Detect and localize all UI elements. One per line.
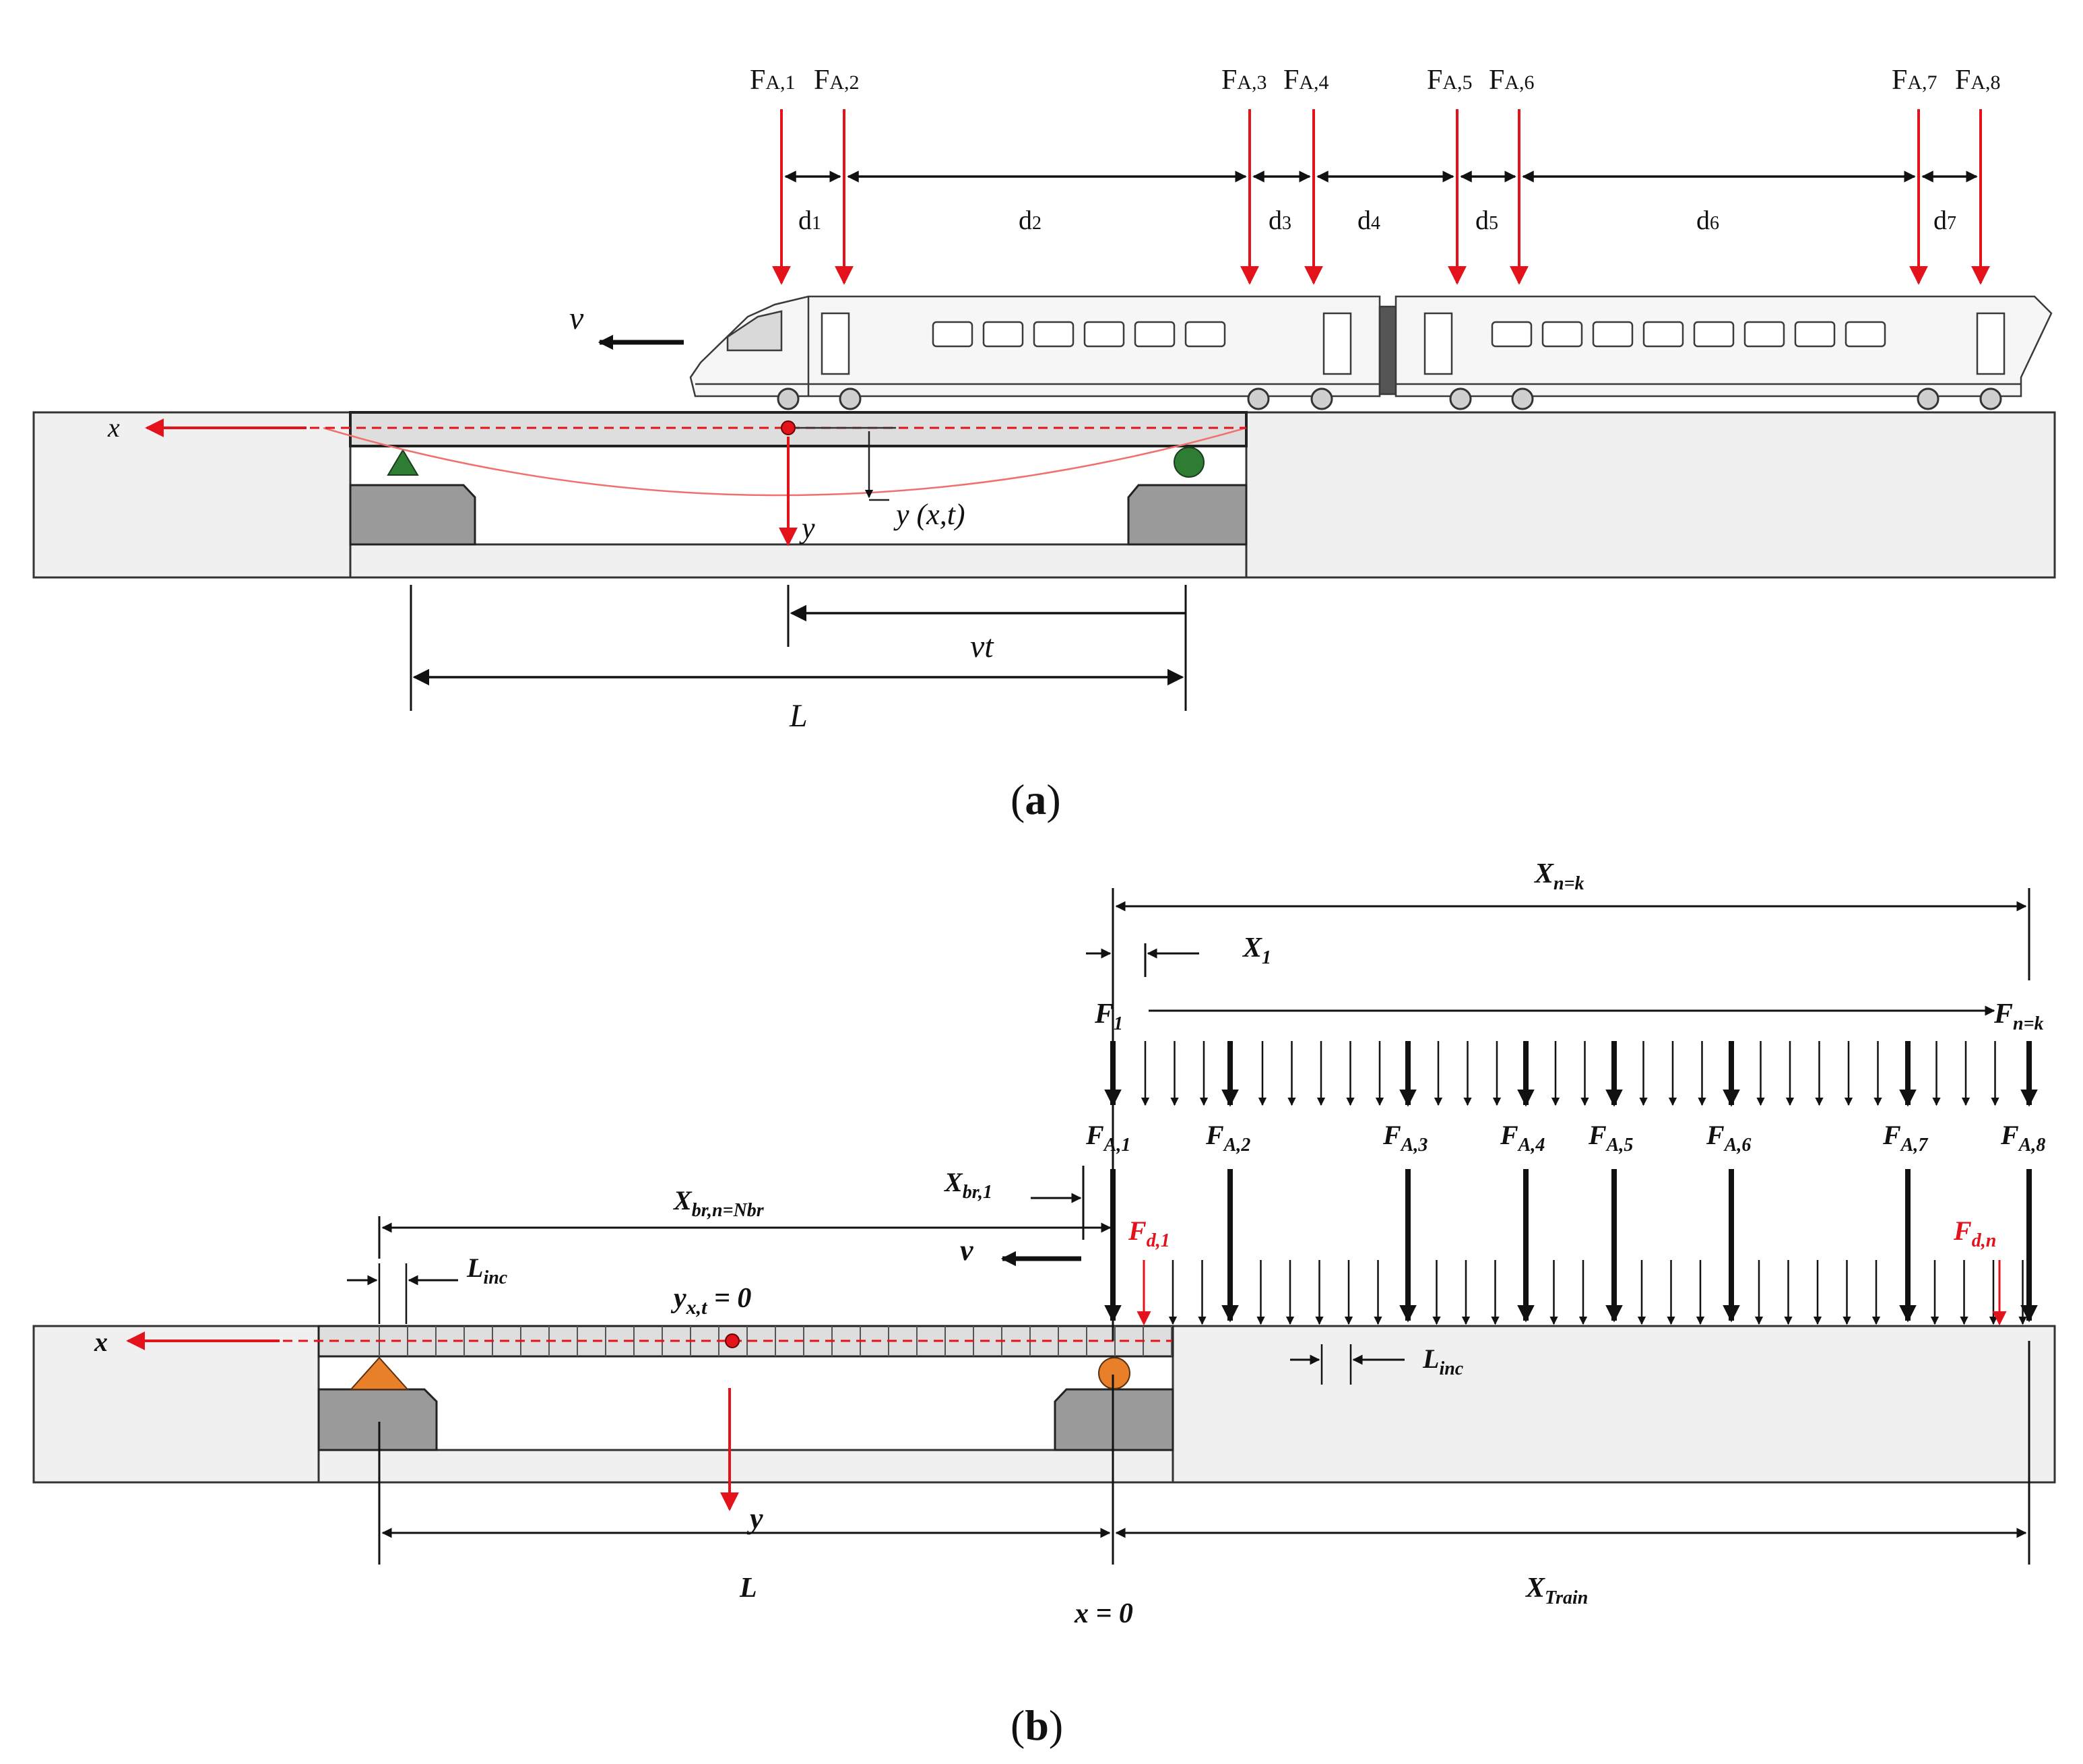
axle-load-labels-a: FA,1 FA,2 FA,3 FA,4 FA,5 FA,6 FA,7 FA,8 [750,65,2001,96]
midpoint-dot-a [781,420,796,435]
axle-load-label-a-3: FA,3 [1221,65,1267,96]
car1-window [1083,321,1125,348]
wheel [1310,387,1333,410]
cab-window-1 [726,310,783,352]
axle-load-label-a-8: FA,8 [1955,65,2001,96]
car2-window [1541,321,1583,348]
x-axis-label-b: x [94,1327,108,1357]
roller-support-icon [1174,447,1205,478]
fd1-label: Fd,1 [1128,1216,1170,1251]
right-pier-a [1127,484,1248,546]
fdn-label: Fd,n [1953,1216,1996,1251]
y-axis-label-b: y [746,1502,763,1535]
roller-support-icon [1098,1357,1130,1389]
y-axis-label-a: y [799,511,815,544]
spacing-label-d3: d3 [1269,205,1291,235]
pit-floor-a [349,543,1248,579]
axle-load-labels-b: FA,1 FA,2 FA,3 FA,4 FA,5 FA,6 FA,7 FA,8 [1085,1120,2045,1156]
train-icon [689,295,2053,410]
linc-right-label: Linc [1422,1344,1464,1379]
velocity-label-b: v [960,1234,973,1267]
axle-load-label-b-7: FA,7 [1882,1120,1928,1156]
wheel [1511,387,1534,410]
spacing-label-d1: d1 [798,205,821,235]
left-pier-b [317,1388,438,1451]
axle-load-label-a-7: FA,7 [1892,65,1937,96]
car2-window [1693,321,1735,348]
axle-load-label-b-4: FA,4 [1500,1120,1545,1156]
axle-load-label-b-3: FA,3 [1382,1120,1428,1156]
xnk-label: Xn=k [1533,858,1584,894]
axle-load-label-a-1: FA,1 [750,65,796,96]
wheel [1979,387,2002,410]
discretized-loads-top [1104,1041,2038,1107]
left-pier-a [349,484,476,546]
car2-door-1 [1423,312,1453,375]
spacing-label-d2: d2 [1019,205,1042,235]
axle-load-arrows-a [772,109,1990,285]
velocity-label-a: v [569,301,584,336]
axle-load-label-a-5: FA,5 [1427,65,1473,96]
xbr1-label: Xbr,1 [943,1167,992,1203]
car2-window [1845,321,1886,348]
spacing-label-d7: d7 [1933,205,1956,235]
car2-window [1491,321,1533,348]
span-label-b: L [739,1573,757,1604]
pin-support-icon [349,1356,410,1390]
car2-door-2 [1976,312,2006,375]
wheel [777,387,800,410]
xtrain-label: XTrain [1525,1573,1588,1608]
deflection-label: y (x,t) [893,498,965,531]
span-label-a: L [789,698,808,734]
deflection-curve [323,427,1247,497]
axle-load-label-b-8: FA,8 [2000,1120,2045,1156]
gangway [1378,305,1397,396]
origin-label: x = 0 [1074,1598,1133,1629]
car2-window [1743,321,1785,348]
fnk-label: Fn=k [1993,999,2044,1034]
spacing-label-d5: d5 [1475,205,1498,235]
wheel [1917,387,1940,410]
caption-a: (a) [1011,776,1061,823]
vt-label: vt [970,629,994,664]
spacing-label-d6: d6 [1696,205,1719,235]
spacing-label-d4: d4 [1357,205,1380,235]
spacing-labels-a: d1 d2 d3 d4 d5 d6 d7 [798,205,1956,235]
axle-load-label-b-1: FA,1 [1085,1120,1130,1156]
x-axis-label-a: x [107,412,120,443]
car2-window [1794,321,1836,348]
wheel [839,387,862,410]
car2-window [1592,321,1634,348]
axle-load-label-b-6: FA,6 [1706,1120,1751,1156]
axle-load-label-a-6: FA,6 [1489,65,1535,96]
panel-a: x y y (x,t) vt L v [32,65,2056,823]
linc-left-label: Linc [466,1253,508,1288]
axle-load-label-a-2: FA,2 [814,65,860,96]
car1-window [1134,321,1176,348]
wheel [1449,387,1472,410]
bridge-beam-a [349,411,1248,447]
axle-load-label-b-2: FA,2 [1205,1120,1250,1156]
car1-door-2 [1322,312,1352,375]
midpoint-dot-b [725,1333,740,1348]
panel-b: x yx,t = 0 y v Xn=k X1 F1 Fn=k FA,1 FA,2… [32,858,2056,1749]
pin-support-icon [387,449,419,476]
y-zero-label: yx,t = 0 [670,1283,751,1319]
axle-load-label-a-4: FA,4 [1283,65,1329,96]
x1-label: X1 [1242,933,1271,968]
f1-label: F1 [1094,999,1123,1034]
wheel [1247,387,1270,410]
caption-b: (b) [1011,1701,1063,1749]
car1-door-1 [821,312,850,375]
discretized-loads-bottom [1104,1169,2038,1326]
pit-floor-b [317,1449,1174,1484]
axle-load-label-b-5: FA,5 [1588,1120,1633,1156]
xbr-n-label: Xbr,n=Nbr [672,1185,765,1221]
car1-window [1184,321,1226,348]
car2-window [1642,321,1684,348]
car1-window [1033,321,1075,348]
car1-window [982,321,1024,348]
car1-window [932,321,973,348]
